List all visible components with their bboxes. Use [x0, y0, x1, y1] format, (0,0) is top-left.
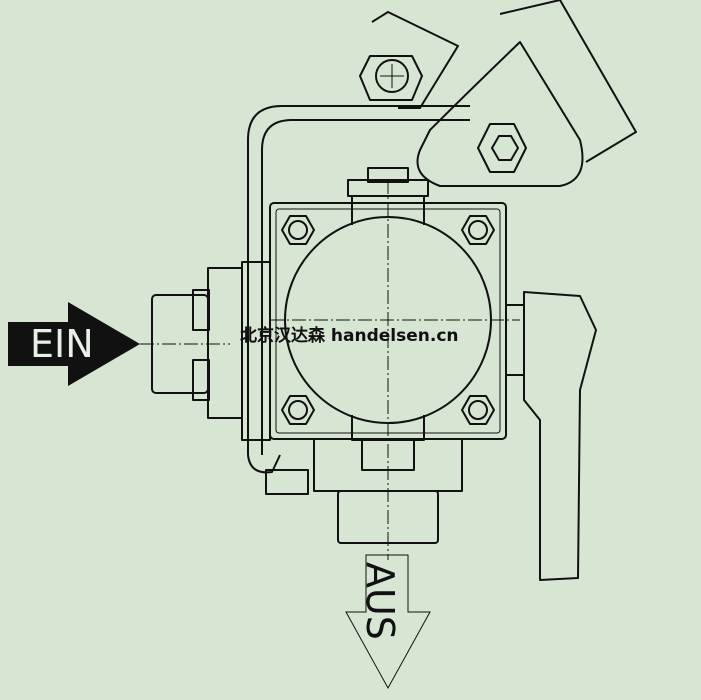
outlet-arrow: [345, 554, 431, 690]
outlet-label: AUS: [358, 562, 402, 640]
pump-housing-circle: [284, 216, 492, 424]
watermark: 北京汉达森 handelsen.cn: [240, 326, 459, 346]
bolts: [281, 215, 495, 425]
inlet-label: EIN: [30, 322, 94, 366]
inlet-arrow: [8, 302, 140, 386]
